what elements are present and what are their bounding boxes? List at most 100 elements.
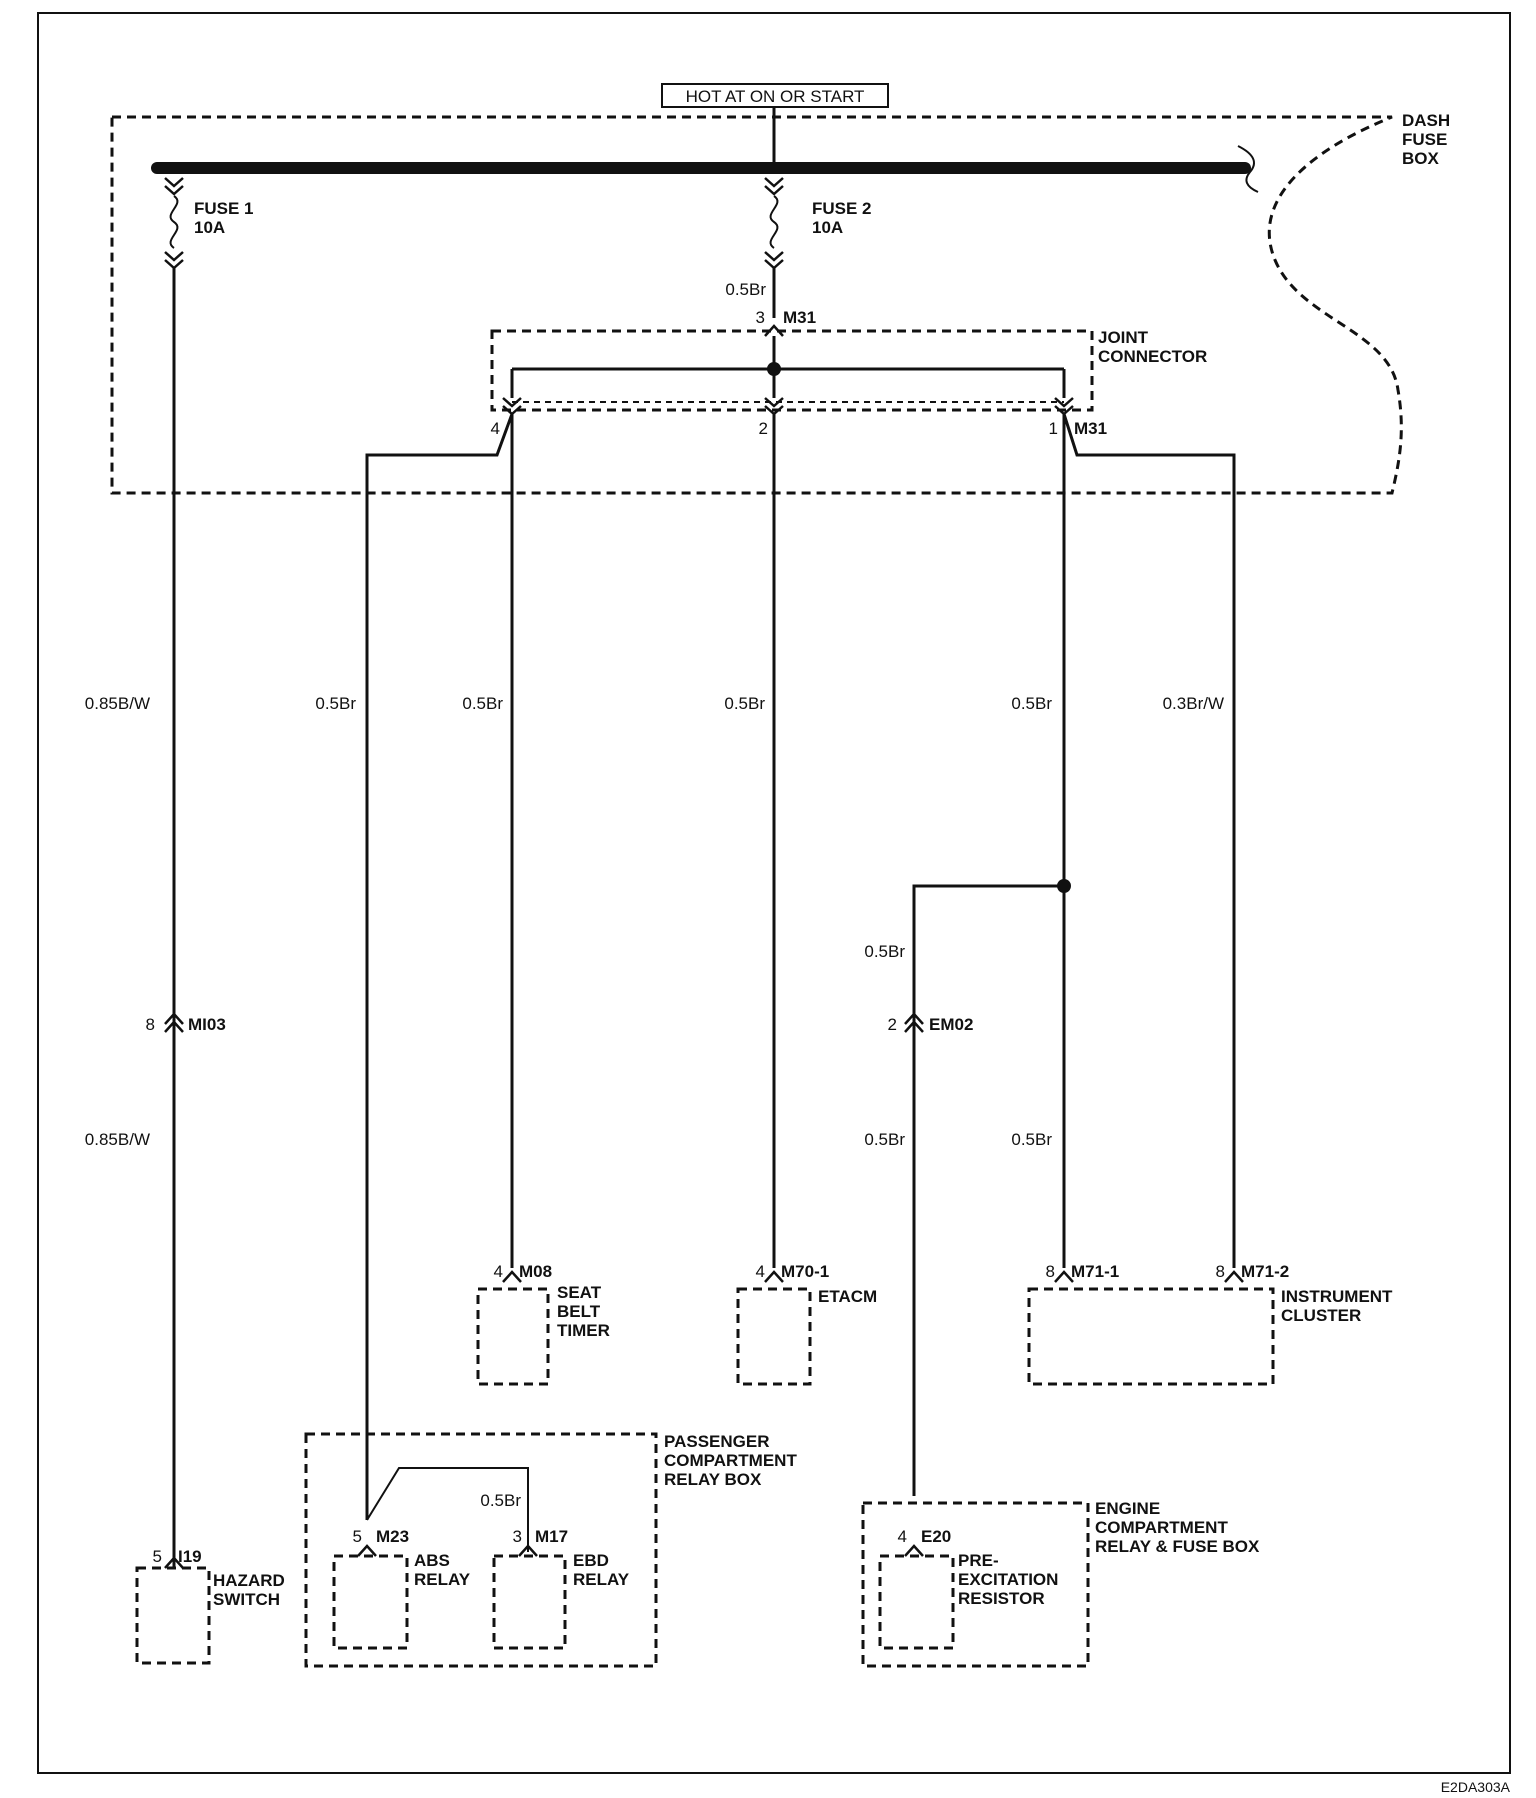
power-source-label: HOT AT ON OR START [661, 83, 889, 108]
power-source-text: HOT AT ON OR START [686, 87, 865, 106]
branch-wire-label-lower: 0.5Br [864, 1130, 905, 1149]
svg-text:BELT: BELT [557, 1302, 601, 1321]
joint-pin-1-label: 1 [1049, 419, 1058, 438]
mi03-id: MI03 [188, 1015, 226, 1034]
em02-id: EM02 [929, 1015, 973, 1034]
abs-relay-box [332, 1554, 409, 1650]
m71-2-pin: 8 [1216, 1262, 1225, 1281]
m71-1-pin: 8 [1046, 1262, 1055, 1281]
m70-1-terminal [764, 1270, 784, 1283]
fuse-2-wire-label: 0.5Br [725, 280, 766, 299]
joint-connector-id-bottom: M31 [1074, 419, 1107, 438]
pre-excitation-wire [912, 884, 1064, 1496]
i19-terminal [164, 1556, 184, 1569]
m70-1-id: M70-1 [781, 1262, 829, 1281]
fuse-2-rating: 10A [812, 218, 843, 237]
joint-pin-2-terminal [764, 397, 784, 416]
bus-bar-break-mark [1237, 145, 1259, 193]
cluster-1-wire-label-lower: 0.5Br [1011, 1130, 1052, 1149]
ebd-relay-box [492, 1554, 567, 1650]
joint-input-terminal [764, 324, 784, 337]
hazard-switch: 5 I19 HAZARD SWITCH [135, 1547, 285, 1665]
joint-connector-id-top: M31 [783, 308, 816, 327]
em02-pin: 2 [888, 1015, 897, 1034]
joint-pin-4-label: 4 [491, 419, 500, 438]
figure-code: E2DA303A [1441, 1779, 1511, 1795]
m17-pin: 3 [513, 1527, 522, 1546]
cluster-2-wire [1062, 413, 1236, 1268]
ebd-wire-label: 0.5Br [480, 1491, 521, 1510]
pre-excitation-resistor-box [878, 1554, 955, 1650]
svg-text:EBD: EBD [573, 1551, 609, 1570]
svg-text:HAZARD: HAZARD [213, 1571, 285, 1590]
abs-wire [365, 413, 514, 1520]
svg-text:COMPARTMENT: COMPARTMENT [1095, 1518, 1228, 1537]
e20-pin: 4 [898, 1527, 907, 1546]
svg-text:RELAY: RELAY [573, 1570, 630, 1589]
svg-text:RELAY & FUSE BOX: RELAY & FUSE BOX [1095, 1537, 1260, 1556]
hazard-wire-label-lower: 0.85B/W [85, 1130, 150, 1149]
branch-wire-label-upper: 0.5Br [864, 942, 905, 961]
joint-pin-1-terminal [1054, 397, 1074, 416]
svg-text:ABS: ABS [414, 1551, 450, 1570]
seat-belt-wire-label: 0.5Br [462, 694, 503, 713]
svg-text:COMPARTMENT: COMPARTMENT [664, 1451, 797, 1470]
diagram-frame [37, 12, 1511, 1774]
mi03-connector [164, 1012, 184, 1033]
m23-pin: 5 [353, 1527, 362, 1546]
svg-text:RELAY: RELAY [414, 1570, 471, 1589]
i19-id: I19 [178, 1547, 202, 1566]
svg-text:RELAY BOX: RELAY BOX [664, 1470, 762, 1489]
joint-pin-2-label: 2 [759, 419, 768, 438]
joint-pin-4-terminal [502, 397, 522, 416]
svg-text:SEAT: SEAT [557, 1283, 602, 1302]
m17-id: M17 [535, 1527, 568, 1546]
m70-1-pin: 4 [756, 1262, 765, 1281]
svg-text:PRE-: PRE- [958, 1551, 999, 1570]
svg-text:SWITCH: SWITCH [213, 1590, 280, 1609]
instrument-cluster-box [1027, 1287, 1275, 1386]
etacm-wire-label: 0.5Br [724, 694, 765, 713]
i19-pin: 5 [153, 1547, 162, 1566]
fuse-1-rating: 10A [194, 218, 225, 237]
fuse-1-label: FUSE 1 [194, 199, 254, 218]
cluster-2-wire-label: 0.3Br/W [1163, 694, 1224, 713]
svg-text:PASSENGER: PASSENGER [664, 1432, 770, 1451]
svg-text:CLUSTER: CLUSTER [1281, 1306, 1361, 1325]
m71-2-id: M71-2 [1241, 1262, 1289, 1281]
svg-text:JOINT: JOINT [1098, 328, 1149, 347]
m71-1-id: M71-1 [1071, 1262, 1119, 1281]
m08-id: M08 [519, 1262, 552, 1281]
etacm-box [736, 1287, 812, 1386]
etacm: 4 M70-1 ETACM [736, 1262, 877, 1386]
passenger-relay-box: PASSENGER COMPARTMENT RELAY BOX 0.5Br 5 … [304, 1432, 797, 1668]
m71-2-terminal [1224, 1270, 1244, 1283]
hazard-wire-label-upper: 0.85B/W [85, 694, 150, 713]
engine-relay-box-outline [861, 1501, 1090, 1668]
svg-text:ENGINE: ENGINE [1095, 1499, 1160, 1518]
ebd-wire [366, 1467, 529, 1540]
joint-splice-dot [767, 362, 781, 376]
passenger-relay-box-outline [304, 1432, 658, 1668]
m23-id: M23 [376, 1527, 409, 1546]
svg-text:INSTRUMENT: INSTRUMENT [1281, 1287, 1393, 1306]
m17-terminal [518, 1544, 538, 1557]
em02-connector [904, 1012, 924, 1033]
svg-text:TIMER: TIMER [557, 1321, 610, 1340]
svg-text:CONNECTOR: CONNECTOR [1098, 347, 1207, 366]
abs-wire-label: 0.5Br [315, 694, 356, 713]
mi03-pin: 8 [146, 1015, 155, 1034]
e20-terminal [904, 1544, 924, 1557]
svg-text:BOX: BOX [1402, 149, 1440, 168]
m08-pin: 4 [494, 1262, 503, 1281]
svg-text:ETACM: ETACM [818, 1287, 877, 1306]
fuse-2-label: FUSE 2 [812, 199, 872, 218]
instrument-cluster: 8 M71-1 8 M71-2 INSTRUMENT CLUSTER [1027, 1262, 1393, 1386]
m71-1-terminal [1054, 1270, 1074, 1283]
fuse-2 [764, 177, 784, 270]
dash-fuse-box-label: DASH FUSE BOX [1402, 111, 1450, 168]
seat-belt-timer-box [476, 1287, 550, 1386]
joint-connector-box [490, 329, 1094, 412]
svg-text:RESISTOR: RESISTOR [958, 1589, 1045, 1608]
